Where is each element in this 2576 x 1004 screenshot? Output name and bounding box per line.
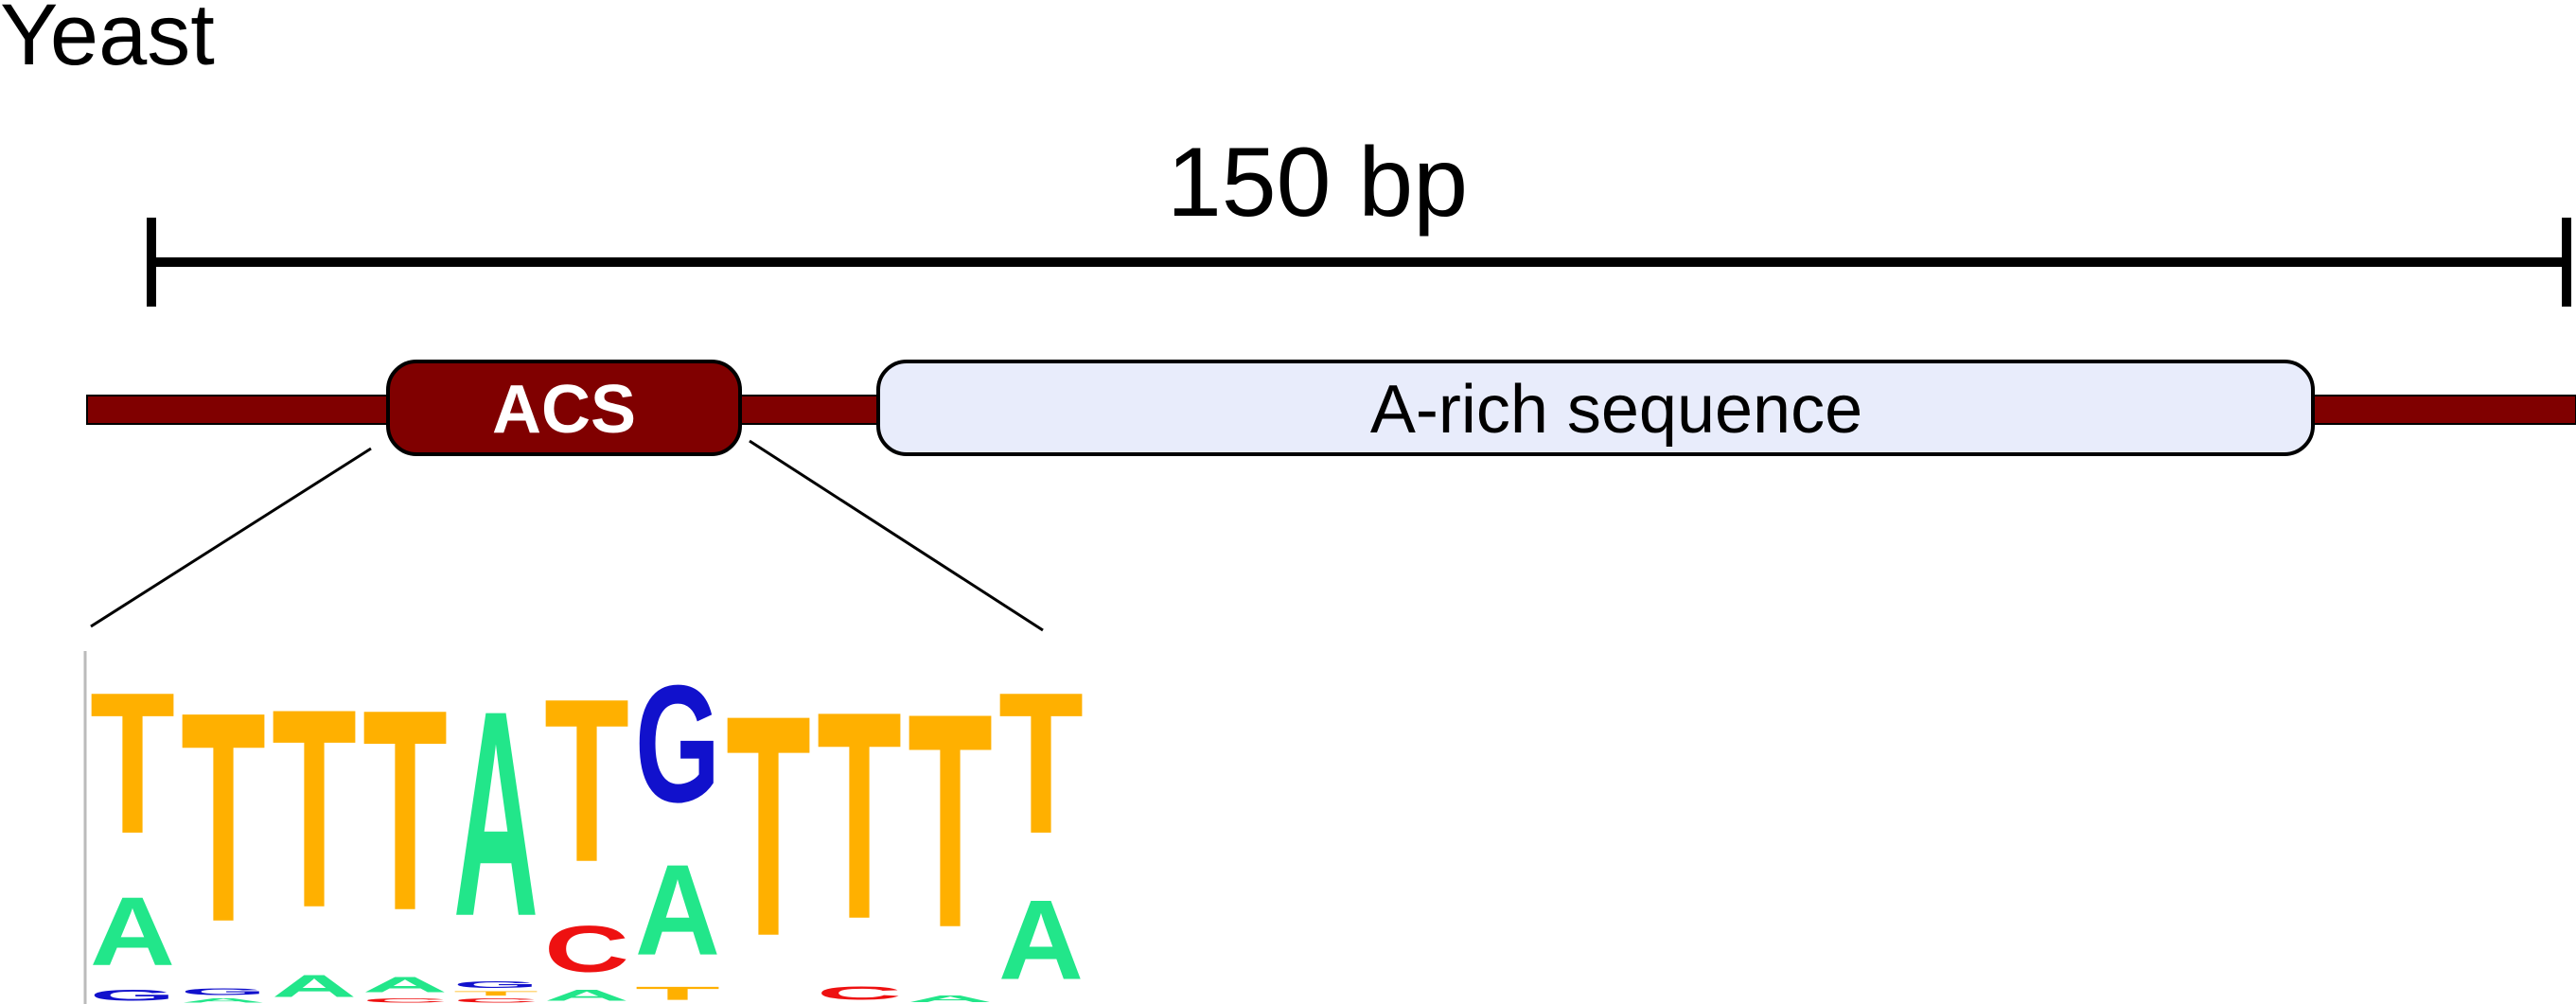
logo-letter-T-pos7: T (635, 983, 720, 1004)
logo-letter-A-pos4: A (362, 972, 448, 996)
acs-box (386, 360, 742, 456)
logo-letter-T-pos5: T (453, 990, 538, 996)
logo-letter-A-pos7: A (635, 837, 720, 982)
logo-letter-T-pos4: T (362, 650, 448, 970)
scale-bar: 150 bp (147, 128, 2571, 307)
logo-letter-G-pos1: G (90, 986, 175, 1004)
logo-letter-C-pos9: C (817, 982, 902, 1003)
zoom-line-left (90, 447, 372, 628)
logo-letter-A-pos5: A (453, 650, 538, 978)
logo-letter-A-pos3: A (272, 969, 357, 1004)
logo-letter-A-pos6: A (544, 986, 629, 1004)
logo-letter-T-pos1: T (90, 650, 175, 875)
logo-letter-A-pos10: A (908, 994, 993, 1004)
logo-letter-G-pos2: G (181, 986, 266, 996)
zoom-lines (90, 439, 1044, 632)
acs-element: ACS (386, 360, 742, 456)
scale-bar-label: 150 bp (1167, 128, 1468, 238)
logo-letter-T-pos2: T (181, 651, 266, 985)
logo-letter-G-pos5: G (453, 979, 538, 990)
zoom-line-right (749, 439, 1044, 632)
figure-title: Yeast (0, 0, 215, 83)
a-rich-box (876, 360, 2315, 456)
a-rich-label: A-rich sequence (1370, 372, 1862, 448)
logo-letter-C-pos5: C (453, 996, 538, 1003)
logo-letter-G-pos7: G (635, 650, 720, 837)
logo-letter-T-pos9: T (817, 650, 902, 980)
logo-letter-T-pos10: T (908, 651, 993, 992)
logo-letter-T-pos6: T (544, 651, 629, 912)
logo-letter-T-pos3: T (272, 650, 357, 967)
logo-letter-A-pos11: A (998, 876, 1084, 1003)
acs-label: ACS (492, 372, 636, 448)
logo-letter-C-pos4: C (362, 996, 448, 1003)
logo-letter-T-pos11: T (998, 650, 1084, 875)
logo-letter-A-pos2: A (181, 996, 266, 1003)
logo-letter-C-pos6: C (544, 913, 629, 987)
logo-letter-A-pos1: A (90, 877, 175, 986)
logo-letter-T-pos8: T (726, 649, 811, 1001)
a-rich-element: A-rich sequence (876, 360, 2315, 456)
